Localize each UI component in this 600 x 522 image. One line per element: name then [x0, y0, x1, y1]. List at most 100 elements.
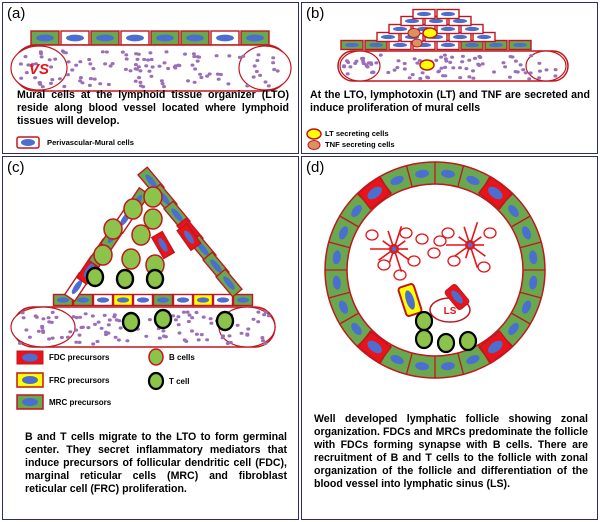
red-blood-cell — [458, 66, 462, 70]
red-blood-cell — [47, 58, 52, 62]
red-blood-cell — [65, 73, 70, 77]
red-blood-cell — [442, 53, 447, 57]
mural-cell — [472, 31, 496, 43]
mural-cell-pyramid-b — [340, 8, 532, 51]
mrc-nucleus — [332, 275, 341, 290]
red-blood-cell — [443, 74, 448, 78]
panel-b: (b) At the LTO, lymphotoxin (LT) and TNF… — [301, 2, 598, 154]
mural-cell — [460, 39, 484, 51]
red-blood-cell — [173, 318, 178, 322]
red-blood-cell — [65, 335, 70, 339]
red-blood-cell — [256, 53, 261, 57]
red-blood-cell — [103, 62, 108, 66]
legend-mural-icon — [16, 136, 40, 149]
red-blood-cell — [513, 59, 518, 63]
red-blood-cell — [171, 314, 175, 318]
red-blood-cell — [176, 315, 181, 319]
red-blood-cell — [451, 66, 456, 70]
fdc-synapse-b-cell — [447, 255, 461, 267]
red-blood-cell — [87, 83, 92, 87]
red-blood-cell — [78, 60, 83, 64]
red-blood-cell — [412, 57, 417, 61]
red-blood-cell — [124, 53, 129, 57]
red-blood-cell — [521, 68, 526, 72]
red-blood-cell — [157, 336, 162, 340]
panel-c-diagram — [10, 166, 276, 410]
red-blood-cell — [187, 313, 192, 317]
red-blood-cell — [544, 68, 549, 72]
red-blood-cell — [458, 76, 463, 80]
red-blood-cell — [190, 329, 194, 333]
red-blood-cell — [106, 323, 111, 327]
red-blood-cell — [74, 340, 79, 344]
red-blood-cell — [198, 72, 203, 76]
red-blood-cell — [162, 334, 166, 338]
red-blood-cell — [254, 69, 259, 74]
red-blood-cell — [348, 65, 353, 69]
mural-cell — [112, 293, 134, 307]
red-blood-cell — [120, 50, 125, 54]
red-blood-cell — [195, 59, 200, 63]
red-blood-cell — [443, 65, 448, 69]
red-blood-cell — [262, 313, 267, 317]
red-blood-cell — [182, 338, 187, 342]
red-blood-cell — [77, 340, 82, 344]
mrc-nucleus — [529, 275, 538, 290]
red-blood-cell — [378, 53, 383, 57]
red-blood-cell — [275, 69, 280, 73]
red-blood-cell — [205, 74, 210, 78]
red-blood-cell — [74, 328, 79, 332]
red-blood-cell — [460, 54, 465, 58]
panel-d-diagram: LS — [324, 161, 546, 379]
red-blood-cell — [50, 336, 55, 340]
red-blood-cell — [88, 77, 93, 81]
mural-cell — [424, 15, 448, 27]
red-blood-cell — [137, 76, 142, 80]
fdc-wall-cell — [357, 176, 393, 210]
red-blood-cell — [78, 79, 83, 83]
red-blood-cell — [444, 59, 449, 63]
red-blood-cell — [113, 335, 118, 339]
red-blood-cell — [98, 82, 103, 86]
b-cells-d — [414, 310, 478, 354]
mural-cell — [436, 39, 460, 51]
red-blood-cells-c — [17, 310, 271, 346]
red-blood-cell — [62, 84, 67, 89]
t-cell — [85, 266, 105, 288]
red-blood-cell — [407, 76, 412, 80]
red-blood-cell — [196, 338, 201, 342]
red-blood-cell — [99, 326, 104, 330]
fdc-synapse-b-cell — [393, 269, 407, 281]
red-blood-cell — [241, 54, 246, 58]
red-blood-cells-a — [18, 49, 280, 89]
red-blood-cell — [33, 314, 38, 318]
red-blood-cell — [102, 313, 107, 317]
red-blood-cell — [263, 310, 268, 314]
t-cell — [414, 310, 434, 332]
mural-cell — [448, 15, 472, 27]
mural-cell — [508, 39, 532, 51]
mural-cell — [460, 23, 484, 35]
red-blood-cell — [136, 65, 141, 69]
red-blood-cell — [420, 71, 425, 75]
red-blood-cell — [90, 314, 95, 318]
red-blood-cell — [225, 341, 230, 346]
mural-cell — [176, 222, 202, 252]
red-blood-cell — [176, 323, 181, 327]
red-blood-cell — [150, 65, 155, 69]
t-cell — [145, 268, 165, 290]
mural-cell — [210, 30, 240, 46]
red-blood-cell — [166, 66, 171, 71]
red-blood-cell — [417, 59, 422, 63]
panel-b-label: (b) — [306, 5, 325, 22]
red-blood-cell — [176, 63, 181, 67]
red-blood-cell — [125, 339, 130, 343]
red-blood-cell — [39, 55, 44, 59]
red-blood-cell — [110, 62, 115, 66]
red-blood-cell — [503, 65, 508, 69]
legend-lt-label: LT secreting cells — [325, 129, 389, 138]
mural-cell — [376, 31, 400, 43]
t-cell — [414, 328, 434, 350]
red-blood-cell — [402, 61, 407, 66]
fdc-network — [365, 221, 497, 281]
